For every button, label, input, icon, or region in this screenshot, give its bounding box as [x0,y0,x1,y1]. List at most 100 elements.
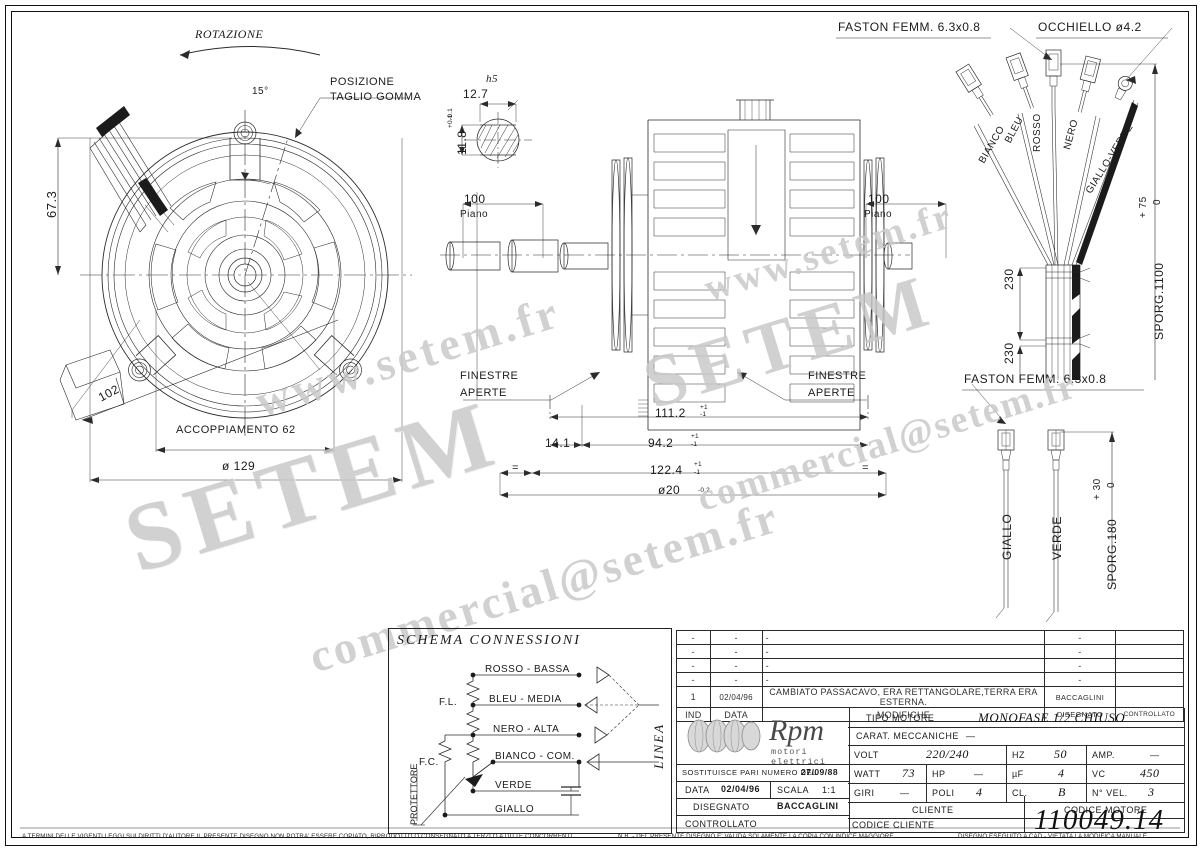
protrusion-bottom: SPORG.180 [1105,518,1119,590]
giri-row: GIRI — POLI 4 CL. B N° VEL. 3 [848,783,1184,803]
rev-drawn: BACCAGLINI [1044,686,1116,708]
protrusion-bottom-tol-minus: 0 [1106,481,1117,488]
nvel-label: N° VEL. [1092,788,1128,798]
divider [1086,745,1087,764]
terminal-label-bianco: BIANCO - COM. [495,751,575,762]
dim-20: ø20 [658,483,681,497]
header-modifiche: MODIFICHE [761,707,1046,722]
cliente-label: CLIENTE [912,805,954,815]
volt-row: VOLT 220/240 HZ 50 AMP. — [848,745,1184,765]
table-row: - - - - [676,658,1185,673]
section-dimension-lines [499,395,887,498]
rpm-logo-subtitle: motori elettrici [771,747,826,767]
window-leader-lines [463,371,867,401]
carat-label: CARAT. MECCANICHE [856,731,959,741]
divider [1006,783,1007,802]
schema-title: SCHEMA CONNESSIONI [397,633,581,648]
scala-label: SCALA [777,785,810,795]
codice-motore-label: CODICE MOTORE [1064,805,1148,815]
wire-label-rosso: ROSSO [1032,113,1043,152]
rpm-logo-icon [687,719,761,753]
shaft-section-detail [459,99,532,168]
terminal-label-giallo: GIALLO [495,804,535,815]
rev-ind: - [676,658,711,673]
dim-111-tol-minus: -1 [700,411,707,418]
shaft-tolerance-class: h5 [486,73,498,85]
sostituisce-value: 27/09/88 [801,767,839,777]
rev-ind: - [676,644,711,659]
logo-cell: Rpm motori elettrici [677,708,849,767]
footer-copyright: A TERMINI DELLE VIGENTI LEGGI SUI DIRITT… [22,833,575,840]
dim-67-3: 67.3 [44,190,59,218]
footer-rule [20,827,1180,829]
rev-drawn: - [1044,644,1116,659]
codice-cliente-row: CODICE CLIENTE [848,796,1184,832]
volt-label: VOLT [854,750,879,760]
table-row: - - - - [676,672,1185,687]
rev-ind: 1 [676,686,711,708]
fc-label: F.C. [419,757,439,768]
poli-value: 4 [976,785,983,799]
dim-14-1: 14.1 [545,436,571,450]
protrusion-top: SPORG.1100 [1152,262,1166,340]
faston-label-top-underline [836,37,991,39]
header-controllato: CONTROLLATO [1114,707,1185,722]
divider [1006,764,1007,783]
amp-value: — [1150,750,1160,760]
rev-data: - [709,630,763,645]
fl-label: F.L. [439,697,458,708]
divider [926,764,927,783]
dim-122-4: 122.4 [650,463,683,477]
hz-value: 50 [1054,747,1067,761]
wire-label-giallo: GIALLO [1000,513,1014,560]
protrusion-top-tol-plus: + 75 [1138,196,1149,218]
dim-111-2: 111.2 [655,406,686,420]
shaft-dim-width: 12.7 [463,87,489,101]
section-centerline-plane-left [476,192,478,400]
poli-label: POLI [932,788,955,798]
scala-value: 1:1 [822,785,837,795]
uf-value: 4 [1058,766,1065,780]
eyelet-label: OCCHIELLO ø4.2 [1038,20,1142,34]
hp-value: — [974,769,984,779]
uf-label: µF [1012,769,1024,779]
tipo-motore-row: TIPO MOTORE MONOFASE 1/2 CHIUSO [848,708,1184,728]
terminal-label-nero: NERO - ALTA [493,724,560,735]
windows-label-right-line1: FINESTRE [808,370,867,382]
front-view-drawing [55,46,412,483]
rev-ind: - [676,630,711,645]
table-row: - - - - [676,644,1185,659]
controllato-cell: CONTROLLATO [677,815,849,832]
rev-drawn: - [1044,658,1116,673]
terminal-label-bleu: BLEU - MEDIA [489,694,562,705]
faston-label-bottom-underline [962,389,1144,391]
disegnato-value: BACCAGLINI [777,801,839,811]
cut-position-label-line1: POSIZIONE [330,76,395,88]
eq-mark-right: = [862,462,869,474]
sheet-border-inner [11,11,1189,838]
watt-label: WATT [854,769,881,779]
dim-diameter-129: ø 129 [222,459,256,473]
dim-122-tol-plus: +1 [694,461,702,468]
protrusion-bottom-tol-plus: + 30 [1092,478,1103,500]
angle-dim-15: 15° [252,86,269,97]
footer-note-middle: N.B. - DEL PRESENTE DISEGNO E' VALIDA SO… [618,833,896,840]
harness-bottom-drawing [971,383,1115,623]
dim-230-a: 230 [1002,268,1016,290]
specs-panel: TIPO MOTORE MONOFASE 1/2 CHIUSO CARAT. M… [848,708,1185,836]
volt-value: 220/240 [926,747,969,761]
divider [1006,745,1007,764]
codice-cliente-label: CODICE CLIENTE [852,820,935,830]
dim-94-2: 94.2 [648,436,674,450]
table-row: - - - - [676,630,1185,645]
rev-checked [1114,658,1185,673]
dim-94-tol-minus: -1 [691,441,698,448]
amp-label: AMP. [1092,750,1115,760]
motor-code-value: 110049.14 [1034,804,1165,836]
rev-checked [1114,630,1185,645]
rev-drawn: - [1044,672,1116,687]
dim-111-tol-plus: +1 [700,404,708,411]
rev-desc: - [761,630,1046,645]
logo-panel: Rpm motori elettrici SOSTITUISCE PARI NU… [676,708,850,833]
